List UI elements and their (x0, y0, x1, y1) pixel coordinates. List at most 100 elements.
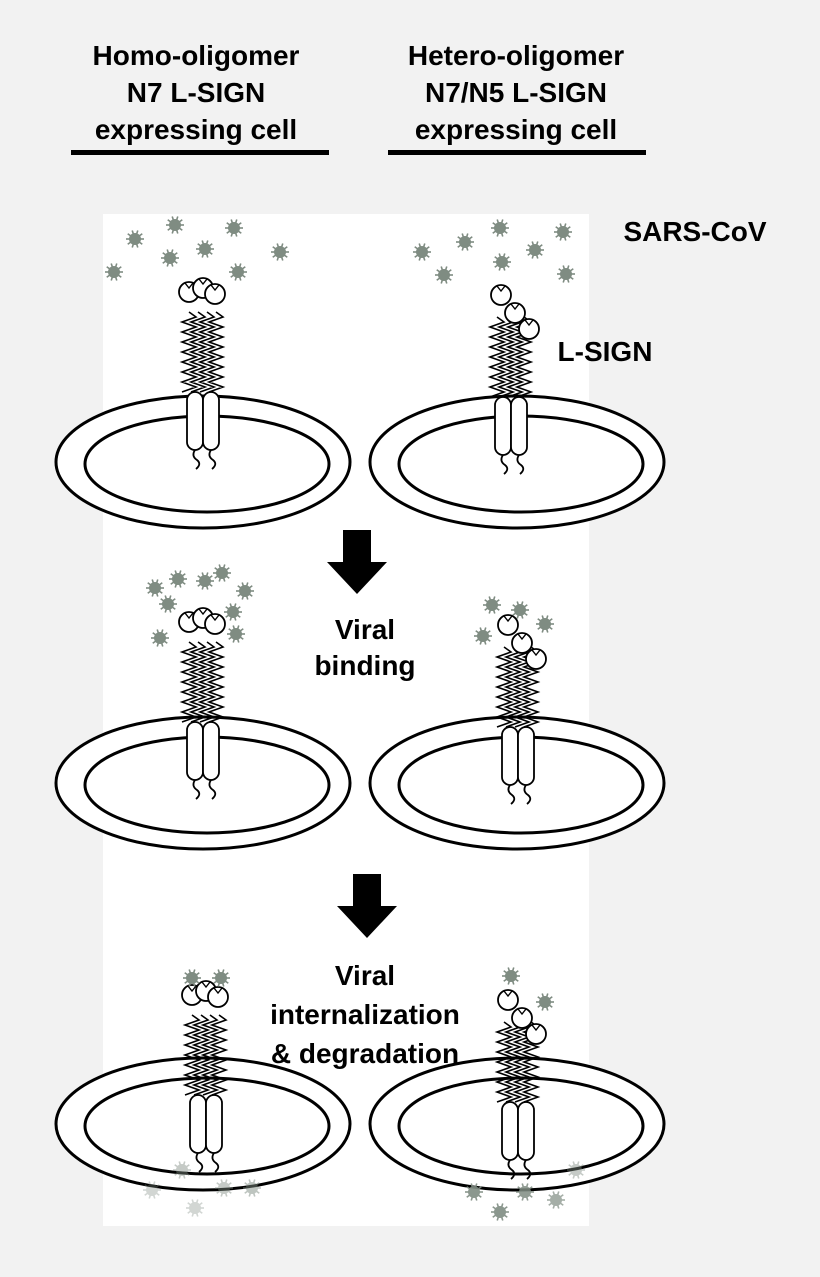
cytoplasmic-tail (192, 449, 201, 470)
neck-strand (494, 646, 514, 728)
sars-cov-virion (146, 579, 164, 597)
crd-head (204, 283, 226, 305)
cytoplasmic-tail (208, 449, 217, 470)
virion-core (162, 598, 174, 610)
sars-cov-virion (516, 1183, 534, 1201)
sars-cov-virion (502, 967, 520, 985)
cell-inner-membrane (83, 1076, 331, 1176)
virion-spike (194, 1207, 199, 1217)
sars-cov-virion (224, 603, 242, 621)
virion-core (539, 618, 551, 630)
sars-cov-virion (159, 595, 177, 613)
cell-outer-membrane (54, 394, 352, 530)
cytoplasmic-tail (195, 1152, 204, 1173)
virion-spike (575, 1164, 584, 1171)
cytoplasmic-tail (211, 1152, 220, 1173)
cells-layer (54, 394, 666, 1192)
virion-spike (151, 1181, 156, 1191)
neck-strand (197, 311, 217, 393)
virion-core (560, 268, 572, 280)
sars-cov-virion (465, 1183, 483, 1201)
cytoplasmic-tail (523, 1159, 532, 1180)
right-header-underline (388, 150, 646, 155)
right-column-header: Hetero-oligomer N7/N5 L-SIGN expressing … (356, 37, 676, 148)
virion-core (519, 1186, 531, 1198)
crd-notch (524, 319, 534, 327)
right-header-line-1: Hetero-oligomer (407, 40, 625, 71)
virion-core (570, 1164, 582, 1176)
sars-cov-virion (161, 249, 179, 267)
left-column-header: Homo-oligomer N7 L-SIGN expressing cell (36, 37, 356, 148)
transmembrane-domain (205, 1094, 223, 1154)
sars-cov-virion (186, 1199, 204, 1217)
crd-notch (503, 990, 513, 998)
crd-notch (503, 615, 513, 623)
crd-head (504, 302, 526, 324)
cytoplasmic-tail (192, 779, 201, 800)
neck-strand (512, 646, 532, 728)
crd-head (525, 648, 547, 670)
virion-core (496, 256, 508, 268)
l-sign-receptor (181, 980, 229, 1173)
virion-spike (151, 1189, 156, 1199)
sars-cov-virion (491, 219, 509, 237)
viruses-layer (105, 216, 585, 1221)
left-header-line-2: N7 L-SIGN (126, 77, 266, 108)
virion-core (154, 632, 166, 644)
sars-cov-virion (196, 240, 214, 258)
arrows-layer (327, 530, 397, 938)
virion-spike (148, 1181, 153, 1191)
sars-cov-virion (536, 615, 554, 633)
virion-core (228, 222, 240, 234)
cell (54, 394, 352, 530)
sars-cov-virion (143, 1181, 161, 1199)
step-binding-line-1: Viral (334, 614, 396, 645)
virion-core (239, 585, 251, 597)
virion-core (494, 1206, 506, 1218)
neck-strand (206, 641, 226, 723)
left-header-line-3: expressing cell (94, 114, 298, 145)
virion-spike (572, 1169, 577, 1179)
virion-spike (575, 1161, 580, 1171)
step-binding-label: Viral binding (270, 612, 460, 684)
virion-spike (148, 1189, 153, 1199)
virion-core (216, 567, 228, 579)
cytoplasmic-tail (208, 779, 217, 800)
transmembrane-domain (186, 391, 204, 451)
virion-core (176, 1164, 188, 1176)
virion-spike (174, 1169, 183, 1176)
neck-strand (505, 316, 525, 398)
virion-spike (216, 1187, 225, 1194)
virion-core (539, 996, 551, 1008)
neck-strand (188, 311, 208, 393)
cell-inner-membrane (397, 1076, 645, 1176)
neck-strand (512, 1021, 532, 1103)
sars-cov-virion (536, 993, 554, 1011)
virion-spike (144, 1184, 153, 1191)
sars-cov-virion (183, 969, 201, 987)
l-sign-receptor (487, 284, 540, 475)
transmembrane-domain (501, 726, 519, 786)
virion-core (505, 970, 517, 982)
transmembrane-domain (494, 396, 512, 456)
transmembrane-domain (517, 726, 535, 786)
virion-spike (187, 1202, 196, 1209)
right-header-line-3: expressing cell (414, 114, 618, 145)
transmembrane-domain (189, 1094, 207, 1154)
virion-spike (181, 1164, 190, 1171)
crd-head (518, 318, 540, 340)
left-header-underline (71, 150, 329, 155)
crd-notch (187, 985, 197, 993)
sars-cov-virion (483, 596, 501, 614)
virion-core (529, 244, 541, 256)
virion-core (477, 630, 489, 642)
crd-notch (184, 282, 194, 290)
virion-core (108, 266, 120, 278)
l-sign-receptor (178, 607, 226, 800)
sars-cov-virion (243, 1179, 261, 1197)
virion-spike (223, 1179, 228, 1189)
virion-spike (575, 1169, 580, 1179)
virion-core (129, 233, 141, 245)
crd-notch (213, 987, 223, 995)
virion-spike (223, 1187, 232, 1194)
